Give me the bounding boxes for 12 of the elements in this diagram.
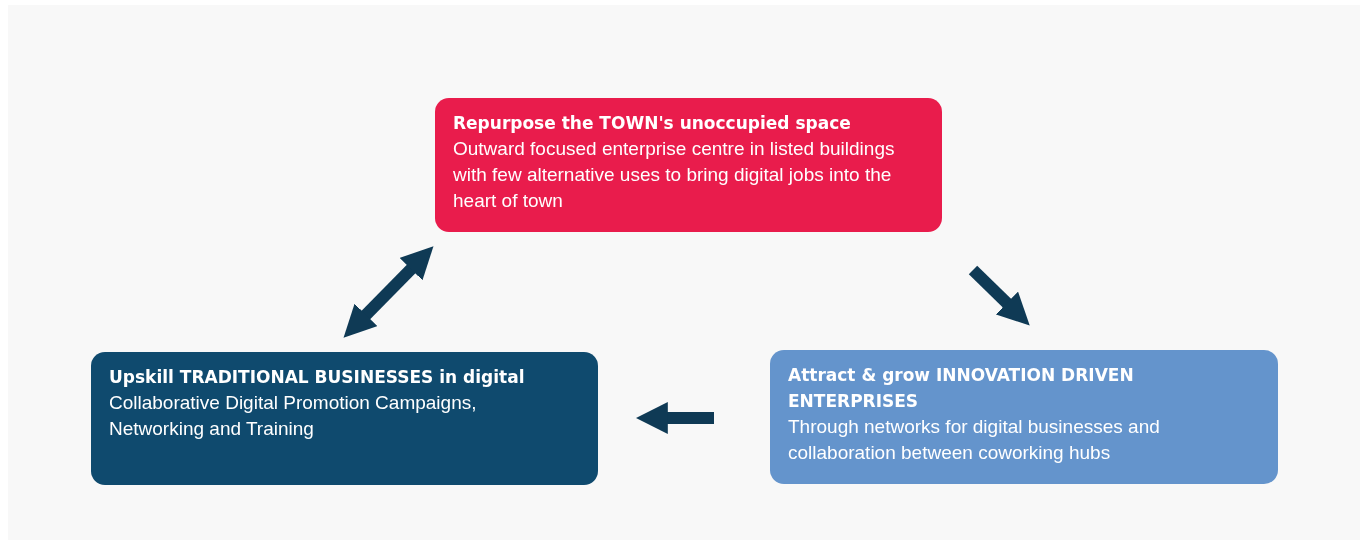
text-box bbox=[91, 352, 598, 485]
box-description: Collaborative Digital Promotion Campaigns, Networking and Training bbox=[109, 391, 478, 441]
text-box bbox=[435, 98, 942, 232]
box-heading: Repurpose the TOWN's unoccupied space bbox=[453, 112, 852, 135]
box-description: Through networks for digital businesses and collaboration between coworking hubs bbox=[788, 415, 1161, 465]
arrow bbox=[343, 246, 434, 338]
box-heading: Attract & grow INNOVATION DRIVEN ENTERPRISES bbox=[788, 364, 1135, 413]
box-heading: Upskill TRADITIONAL BUSINESSES in digital bbox=[109, 366, 526, 389]
arrow bbox=[968, 265, 1030, 326]
arrow bbox=[635, 402, 714, 434]
text-box bbox=[770, 350, 1278, 484]
box-description: Outward focused enterprise centre in listed buildings with few alternative uses to bring digital jobs into the heart of town bbox=[453, 137, 896, 213]
